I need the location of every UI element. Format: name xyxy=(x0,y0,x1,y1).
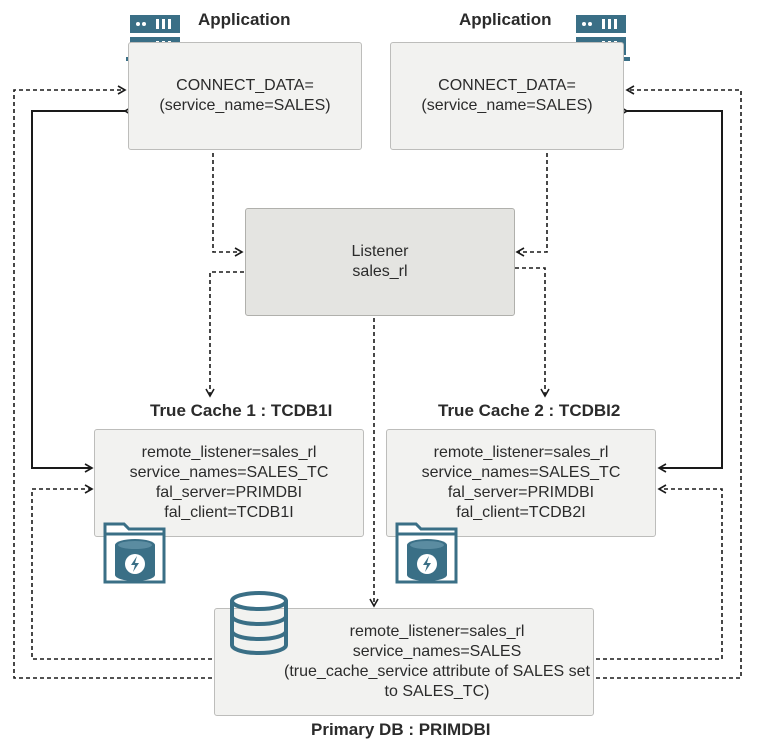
database-folder-icon xyxy=(102,520,168,591)
primary-line-4: to SALES_TC) xyxy=(384,683,490,700)
primary-line-1: remote_listener=sales_rl xyxy=(349,623,525,640)
database-icon xyxy=(228,591,290,660)
cache1-line-3: fal_server=PRIMDBI xyxy=(155,484,303,501)
app-right-box: CONNECT_DATA= (service_name=SALES) xyxy=(390,42,624,150)
app-right-line-1: CONNECT_DATA= xyxy=(438,77,576,94)
cache2-box: remote_listener=sales_rl service_names=S… xyxy=(386,429,656,537)
cache1-box: remote_listener=sales_rl service_names=S… xyxy=(94,429,364,537)
cache2-line-3: fal_server=PRIMDBI xyxy=(447,484,595,501)
cache2-heading: True Cache 2 : TCDBI2 xyxy=(438,401,621,420)
app-right-heading: Application xyxy=(459,10,552,29)
primary-line-3: (true_cache_service attribute of SALES s… xyxy=(284,663,590,680)
cache1-line-2: service_names=SALES_TC xyxy=(129,464,329,481)
primary-box: remote_listener=sales_rl service_names=S… xyxy=(214,608,594,716)
arrow-primary-to-app-left xyxy=(13,85,212,679)
arrow-primary-to-cache2 xyxy=(596,484,723,660)
database-folder-icon xyxy=(394,520,460,591)
cache2-line-4: fal_client=TCDB2I xyxy=(456,504,586,521)
cache1-line-4: fal_client=TCDB1I xyxy=(164,504,294,521)
listener-line-2: sales_rl xyxy=(352,263,408,280)
cache2-line-1: remote_listener=sales_rl xyxy=(433,444,609,461)
arrow-primary-to-app-right xyxy=(596,85,742,679)
primary-heading: Primary DB : PRIMDBI xyxy=(311,720,491,739)
listener-box: Listener sales_rl xyxy=(245,208,515,316)
arrow-listener-to-cache2 xyxy=(515,267,550,398)
listener-line-1: Listener xyxy=(351,243,409,260)
cache1-heading: True Cache 1 : TCDB1I xyxy=(150,401,333,420)
app-left-line-2: (service_name=SALES) xyxy=(159,97,331,114)
cache1-line-1: remote_listener=sales_rl xyxy=(141,444,317,461)
arrow-app-left-to-listener xyxy=(212,153,244,257)
app-left-line-1: CONNECT_DATA= xyxy=(176,77,314,94)
app-left-box: CONNECT_DATA= (service_name=SALES) xyxy=(128,42,362,150)
cache2-line-2: service_names=SALES_TC xyxy=(421,464,621,481)
app-left-heading: Application xyxy=(198,10,291,29)
arrow-primary-to-cache1 xyxy=(31,484,212,660)
arrow-app-left-cache1 xyxy=(31,106,133,473)
arrow-listener-to-cache1 xyxy=(205,271,244,398)
primary-line-2: service_names=SALES xyxy=(352,643,522,660)
arrow-app-right-cache2 xyxy=(619,106,723,473)
arrow-app-right-to-listener xyxy=(515,153,548,257)
app-right-line-2: (service_name=SALES) xyxy=(421,97,593,114)
